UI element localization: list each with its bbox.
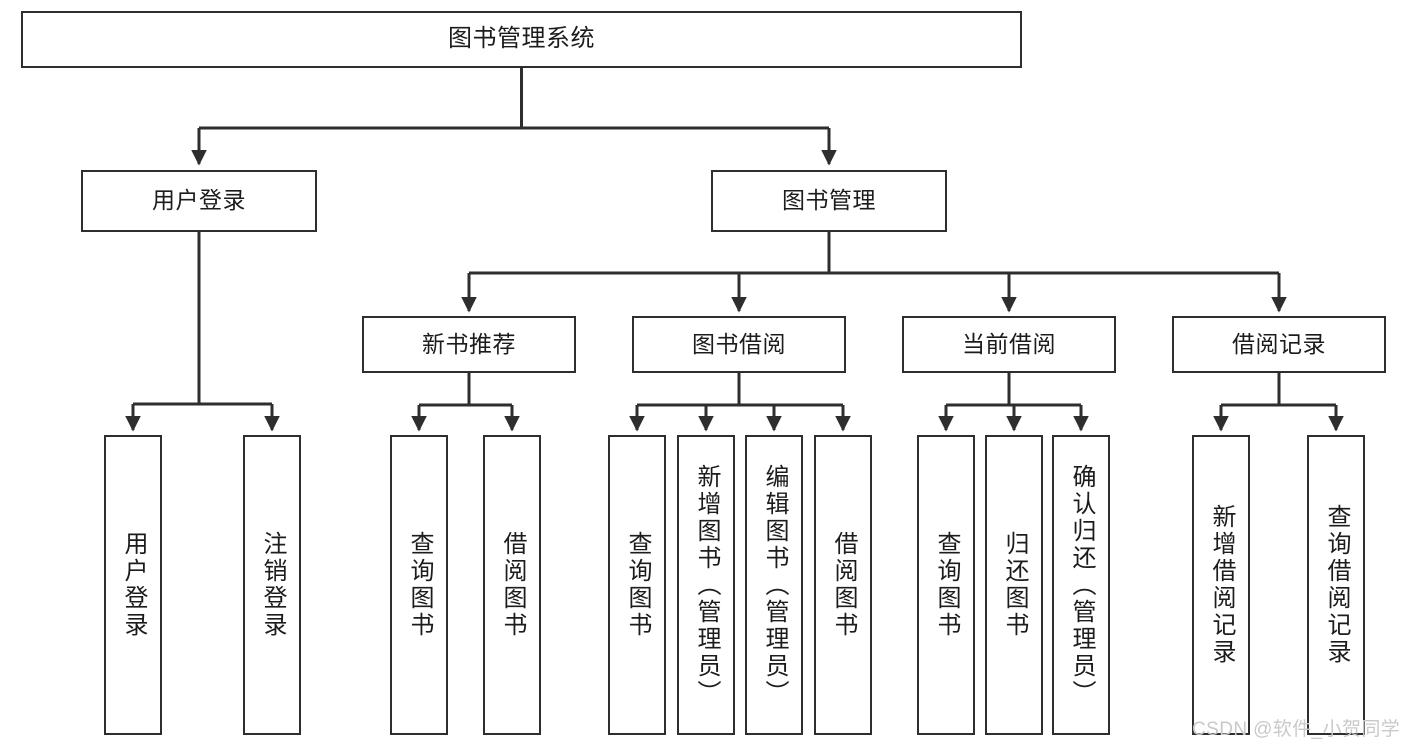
leaf-query-book-borrow[interactable]: 查询图书 bbox=[608, 435, 666, 735]
node-user-login[interactable]: 用户登录 bbox=[81, 170, 317, 232]
node-label: 用户登录 bbox=[120, 531, 147, 639]
leaf-user-login[interactable]: 用户登录 bbox=[104, 435, 162, 735]
node-book-borrow[interactable]: 图书借阅 bbox=[632, 316, 846, 373]
node-book-management[interactable]: 图书管理 bbox=[711, 170, 947, 232]
node-label: 用户登录 bbox=[152, 187, 246, 214]
node-label: 借阅记录 bbox=[1232, 330, 1326, 357]
node-label: 查询图书 bbox=[933, 531, 960, 639]
node-new-book-recommend[interactable]: 新书推荐 bbox=[362, 316, 576, 373]
node-label: 查询图书 bbox=[624, 531, 651, 639]
node-root-system[interactable]: 图书管理系统 bbox=[21, 11, 1022, 68]
leaf-logout[interactable]: 注销登录 bbox=[243, 435, 301, 735]
node-label: 注销登录 bbox=[259, 531, 286, 639]
node-label: 归还图书 bbox=[1001, 531, 1028, 639]
leaf-confirm-return-admin[interactable]: 确认归还（管理员） bbox=[1052, 435, 1110, 735]
leaf-query-book-current[interactable]: 查询图书 bbox=[917, 435, 975, 735]
leaf-add-borrow-record[interactable]: 新增借阅记录 bbox=[1192, 435, 1250, 735]
node-current-borrow[interactable]: 当前借阅 bbox=[902, 316, 1116, 373]
node-label: 图书借阅 bbox=[692, 330, 786, 357]
node-label: 借阅图书 bbox=[830, 531, 857, 639]
node-label: 借阅图书 bbox=[499, 531, 526, 639]
node-borrow-record[interactable]: 借阅记录 bbox=[1172, 316, 1386, 373]
node-label: 查询借阅记录 bbox=[1323, 504, 1350, 666]
leaf-return-book[interactable]: 归还图书 bbox=[985, 435, 1043, 735]
leaf-borrow-book-recommend[interactable]: 借阅图书 bbox=[483, 435, 541, 735]
node-label: 新书推荐 bbox=[422, 330, 516, 357]
node-label: 当前借阅 bbox=[962, 330, 1056, 357]
leaf-query-borrow-record[interactable]: 查询借阅记录 bbox=[1307, 435, 1365, 735]
node-label: 图书管理系统 bbox=[448, 25, 595, 53]
leaf-edit-book-admin[interactable]: 编辑图书（管理员） bbox=[745, 435, 803, 735]
node-label: 新增借阅记录 bbox=[1208, 504, 1235, 666]
node-label: 确认归还（管理员） bbox=[1068, 463, 1095, 707]
node-label: 新增图书（管理员） bbox=[693, 463, 720, 707]
leaf-borrow-book[interactable]: 借阅图书 bbox=[814, 435, 872, 735]
node-label: 编辑图书（管理员） bbox=[761, 463, 788, 707]
leaf-query-book-recommend[interactable]: 查询图书 bbox=[390, 435, 448, 735]
node-label: 图书管理 bbox=[782, 187, 876, 214]
node-label: 查询图书 bbox=[406, 531, 433, 639]
leaf-add-book-admin[interactable]: 新增图书（管理员） bbox=[677, 435, 735, 735]
